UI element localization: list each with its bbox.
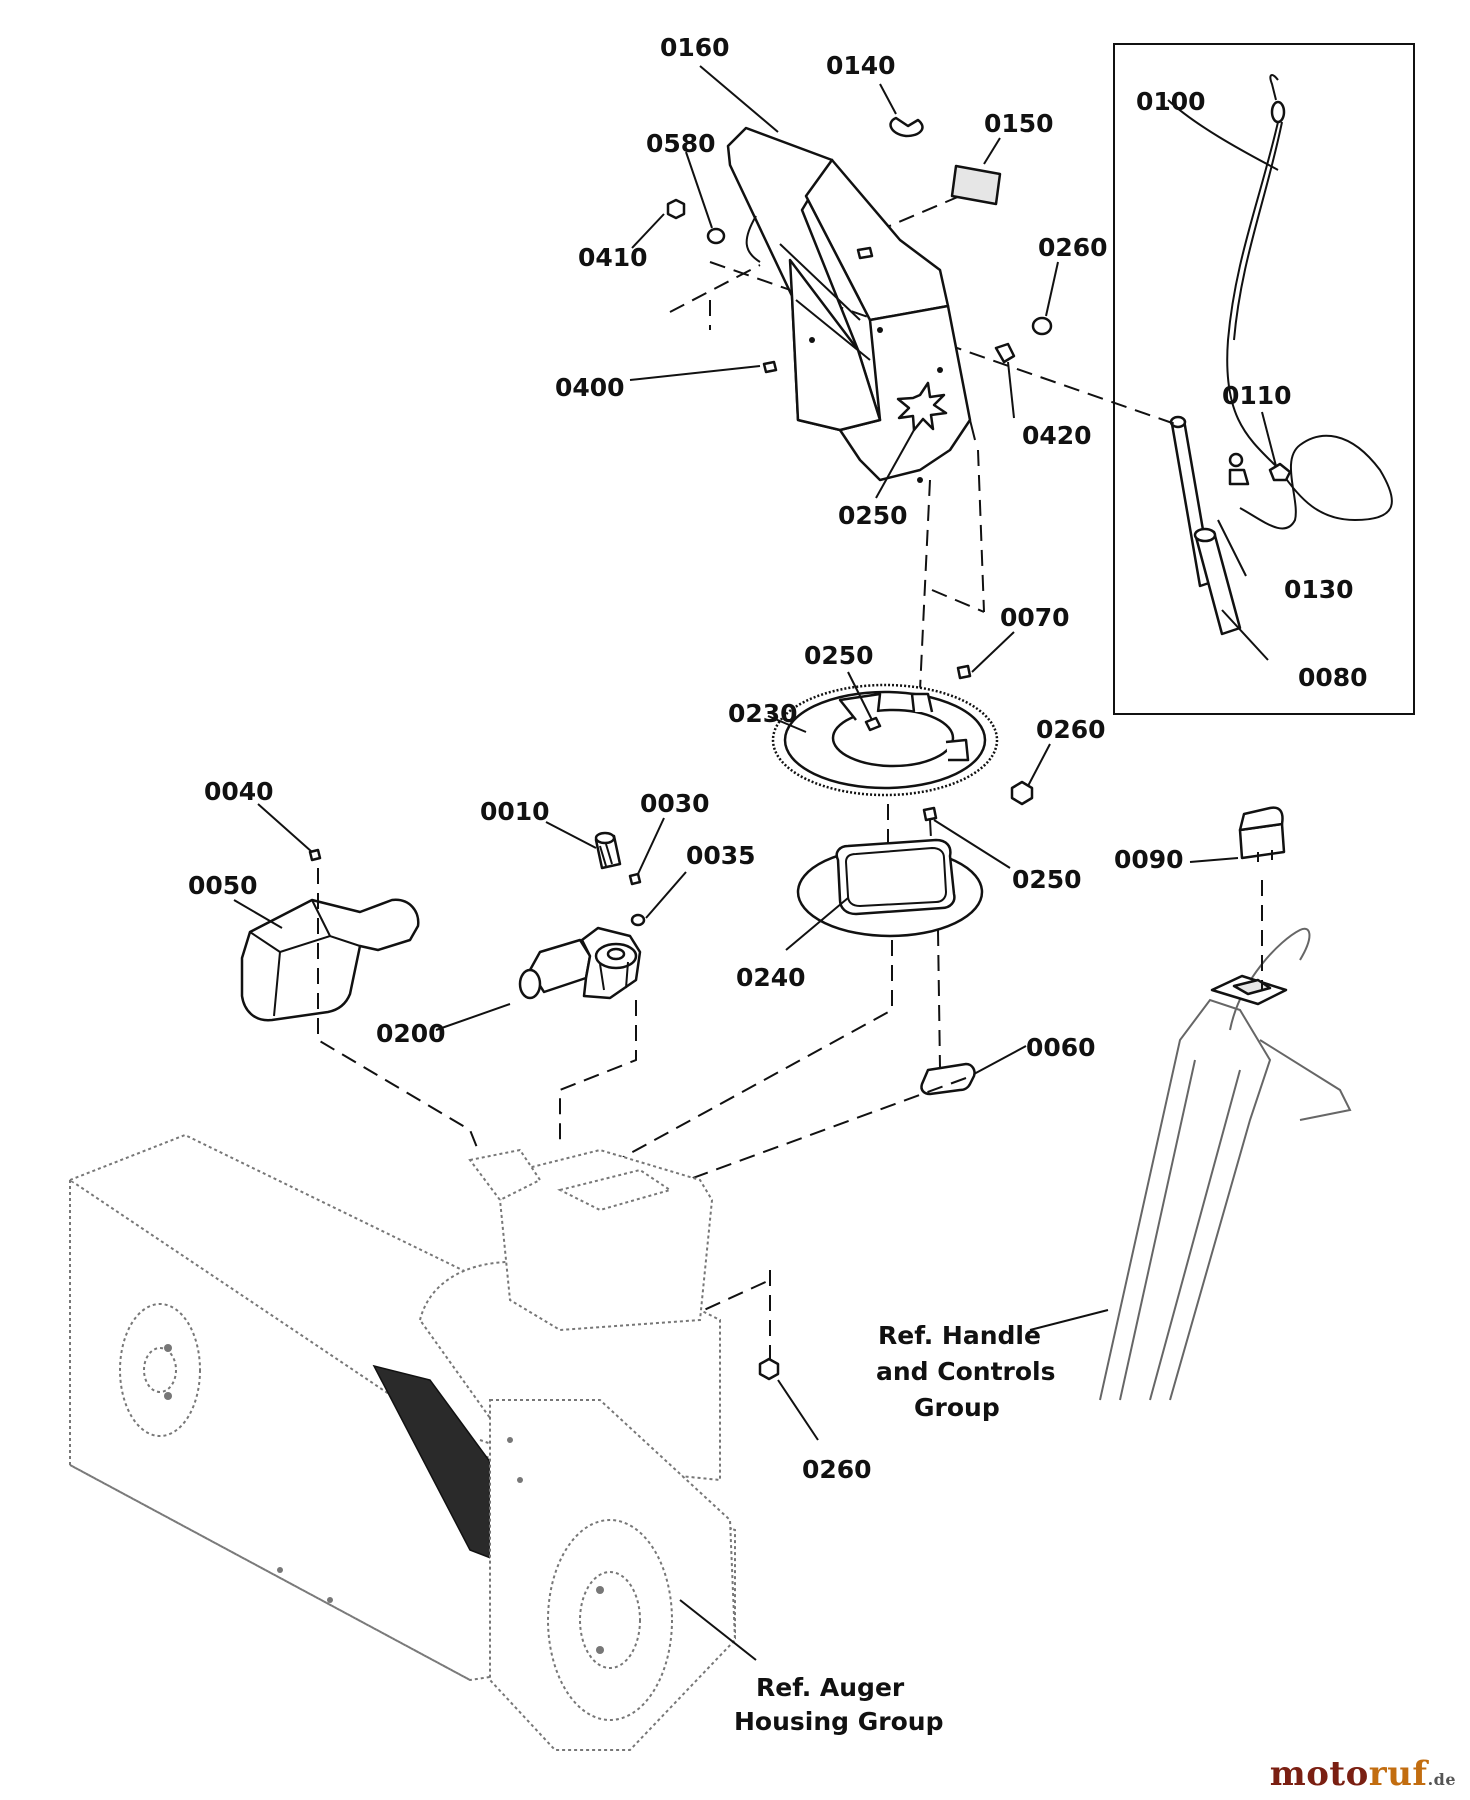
ref-handle-line3: Group (914, 1393, 1000, 1422)
label-0040: 0040 (204, 777, 274, 806)
axis-line-chute-ring-right (931, 449, 985, 613)
washer-0035 (630, 913, 646, 927)
label-0400: 0400 (555, 373, 625, 402)
gear-ring-0230 (771, 683, 999, 797)
washer-0580 (706, 227, 726, 245)
label-0260-bottom: 0260 (802, 1455, 872, 1484)
label-0410: 0410 (578, 243, 648, 272)
axis-line-plate-housing (617, 940, 893, 1161)
ref-handle-line2: and Controls (876, 1357, 1056, 1386)
label-0140: 0140 (826, 51, 896, 80)
bushing-0060 (920, 1062, 976, 1096)
bolt-0070 (956, 664, 972, 680)
nut-0260-bottom (758, 1357, 780, 1381)
motor-cover-0050 (240, 898, 420, 1022)
screw-0030 (628, 872, 642, 886)
motor-0200 (518, 926, 642, 1000)
label-0130: 0130 (1284, 575, 1354, 604)
bearing-plate-0240 (796, 838, 984, 938)
gear-0010 (594, 831, 622, 870)
nut-0260-mid (1010, 780, 1034, 806)
axis-line-bolt (669, 264, 761, 330)
label-0200: 0200 (376, 1019, 446, 1048)
label-0035: 0035 (686, 841, 756, 870)
cable-kit-inset-box (1113, 43, 1415, 715)
label-0090: 0090 (1114, 845, 1184, 874)
axis-line-cover-housing (317, 868, 479, 1151)
ref-auger-line2: Housing Group (734, 1707, 943, 1736)
label-0010: 0010 (480, 797, 550, 826)
label-0080: 0080 (1298, 663, 1368, 692)
label-0260-mid: 0260 (1036, 715, 1106, 744)
screw-0040 (308, 848, 322, 862)
label-0250-lower: 0250 (1012, 865, 1082, 894)
label-0060: 0060 (1026, 1033, 1096, 1062)
label-0030: 0030 (640, 789, 710, 818)
nut-0410 (666, 198, 686, 220)
clip-0140 (889, 116, 924, 138)
nut-0260-top (1031, 316, 1053, 336)
label-0420: 0420 (1022, 421, 1092, 450)
label-0050: 0050 (188, 871, 258, 900)
watermark-logo: motoruf.de (1269, 1754, 1456, 1794)
decal-0150 (950, 164, 1002, 206)
axis-line-chute-ring-left (919, 479, 931, 691)
clip-0110 (1268, 462, 1292, 482)
ref-handle-line1: Ref. Handle (878, 1321, 1041, 1350)
label-0260-top: 0260 (1038, 233, 1108, 262)
bolt-0400 (762, 360, 778, 374)
label-0250-ring: 0250 (804, 641, 874, 670)
ref-auger-line1: Ref. Auger (756, 1673, 905, 1702)
axis-line-plate-bushing (937, 929, 941, 1069)
label-0070: 0070 (1000, 603, 1070, 632)
label-0250-chute: 0250 (838, 501, 908, 530)
tube-0080 (1193, 527, 1242, 636)
label-0580: 0580 (646, 129, 716, 158)
discharge-chute-0160 (726, 126, 976, 483)
label-0150: 0150 (984, 109, 1054, 138)
bolt-0250-lower (922, 806, 938, 822)
label-0110: 0110 (1222, 381, 1292, 410)
auger-housing-ghost (69, 1133, 737, 1751)
switch-0090 (1238, 806, 1286, 862)
label-0100: 0100 (1136, 87, 1206, 116)
handle-ghost (1099, 927, 1352, 1401)
clip-0420 (994, 342, 1016, 364)
axis-line-label (879, 195, 961, 231)
axis-line-bushing-housing (659, 1077, 967, 1191)
label-0160: 0160 (660, 33, 730, 62)
label-0230: 0230 (728, 699, 798, 728)
axis-line-housing-nut (659, 1270, 771, 1360)
leader-lines (233, 65, 1279, 1661)
axis-line-motor-housing (559, 1000, 637, 1146)
label-0240: 0240 (736, 963, 806, 992)
cable-0100 (1226, 74, 1393, 530)
